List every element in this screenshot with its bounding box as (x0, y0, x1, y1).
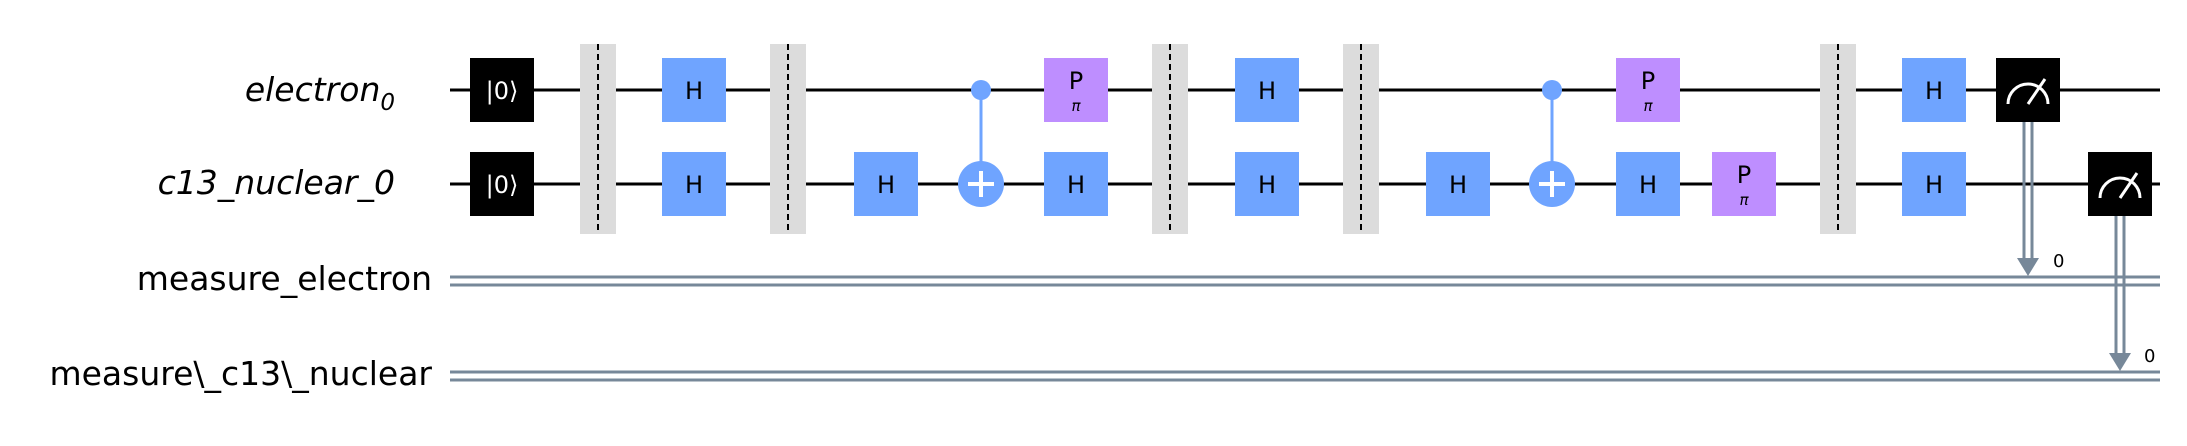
h-gate-c13-nuclear-4: H (1235, 152, 1299, 216)
h-gate-electron-1: H (662, 58, 726, 122)
svg-text:P: P (1737, 161, 1751, 189)
barrier-2 (770, 44, 806, 234)
measure-gate-c13-nuclear (2088, 152, 2152, 216)
svg-text:P: P (1069, 67, 1083, 95)
barrier-3 (1152, 44, 1188, 234)
svg-text:H: H (1067, 171, 1085, 199)
svg-text:H: H (1258, 171, 1276, 199)
p-gate-electron-1: P π (1044, 58, 1108, 122)
h-gate-electron-3: H (1902, 58, 1966, 122)
h-gate-c13-nuclear-7: H (1902, 152, 1966, 216)
h-gate-c13-nuclear-5: H (1426, 152, 1490, 216)
measure-arrow-c13-nuclear (2109, 353, 2131, 371)
register-label-measure-c13-nuclear: measure\_c13\_nuclear (49, 354, 432, 393)
svg-text:π: π (1739, 191, 1749, 209)
svg-text:H: H (1925, 77, 1943, 105)
svg-text:H: H (877, 171, 895, 199)
svg-text:H: H (1925, 171, 1943, 199)
svg-text:H: H (685, 77, 703, 105)
meter-icon (2098, 176, 2142, 199)
classical-wire-measure-c13-nuclear (450, 370, 2160, 382)
h-gate-c13-nuclear-1: H (662, 152, 726, 216)
register-label-electron: electron0 (245, 70, 395, 116)
p-gate-electron-2: P π (1616, 58, 1680, 122)
cnot-gate-2 (1529, 80, 1575, 207)
svg-text:|0⟩: |0⟩ (486, 171, 519, 199)
measure-bit-label-electron: 0 (2053, 251, 2064, 272)
h-gate-electron-2: H (1235, 58, 1299, 122)
reset-gate-c13-nuclear: |0⟩ (470, 152, 534, 216)
svg-text:π: π (1071, 97, 1081, 115)
measure-gate-electron (1996, 58, 2060, 122)
svg-text:H: H (1639, 171, 1657, 199)
measure-bit-label-c13-nuclear: 0 (2144, 346, 2155, 367)
h-gate-c13-nuclear-3: H (1044, 152, 1108, 216)
control-dot-1 (971, 80, 991, 100)
svg-text:|0⟩: |0⟩ (486, 77, 519, 105)
barrier-1 (580, 44, 616, 234)
p-gate-c13-nuclear-1: P π (1712, 152, 1776, 216)
reset-gate-electron: |0⟩ (470, 58, 534, 122)
h-gate-c13-nuclear-6: H (1616, 152, 1680, 216)
svg-text:P: P (1641, 67, 1655, 95)
svg-text:H: H (1258, 77, 1276, 105)
measure-connector-electron (2017, 122, 2039, 276)
h-gate-c13-nuclear-2: H (854, 152, 918, 216)
svg-text:π: π (1643, 97, 1653, 115)
control-dot-2 (1542, 80, 1562, 100)
svg-text:H: H (1449, 171, 1467, 199)
svg-text:H: H (685, 171, 703, 199)
cnot-gate-1 (958, 80, 1004, 207)
barrier-5 (1820, 44, 1856, 234)
barrier-4 (1343, 44, 1379, 234)
register-label-c13-nuclear: c13_nuclear_0 (158, 163, 395, 202)
meter-icon (2006, 82, 2050, 105)
classical-wire-measure-electron (450, 275, 2160, 287)
measure-connector-c13-nuclear (2109, 216, 2131, 371)
measure-arrow-electron (2017, 258, 2039, 276)
register-label-measure-electron: measure_electron (137, 259, 432, 298)
